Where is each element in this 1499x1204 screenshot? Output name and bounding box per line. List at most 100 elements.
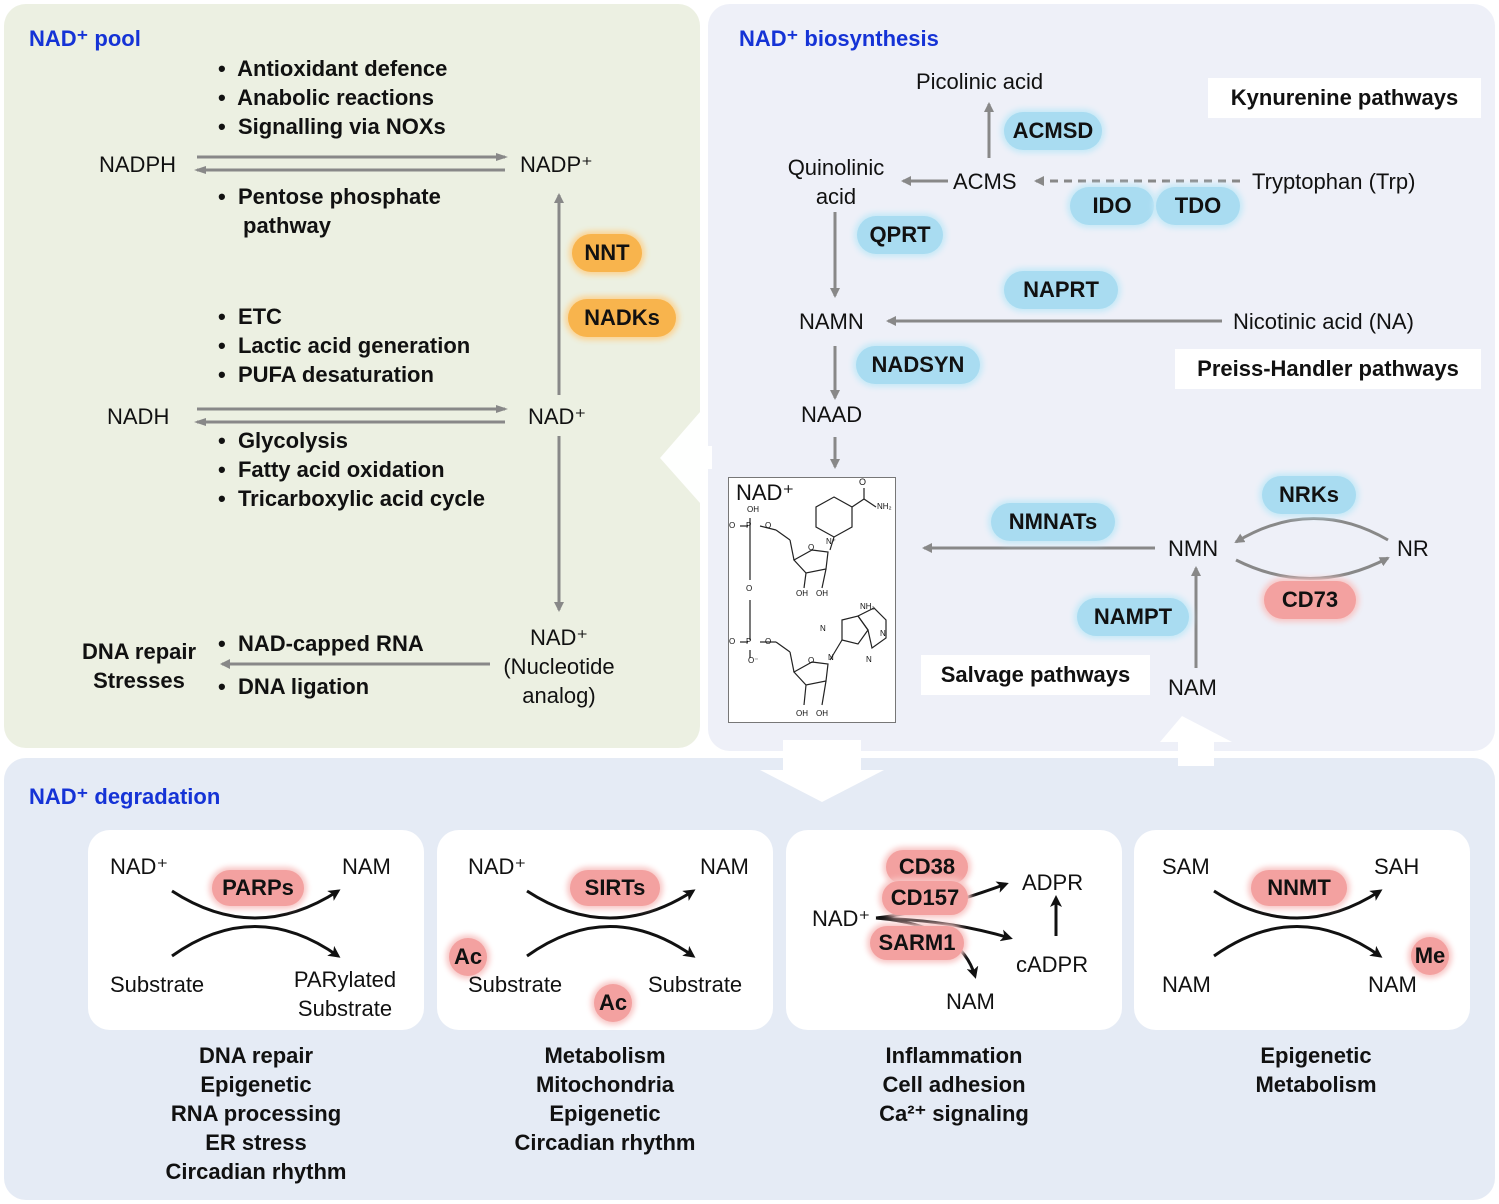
cd38-role-inflammation: Inflammation: [885, 1043, 1023, 1068]
sarm1-enzyme: SARM1: [870, 926, 964, 960]
sirts-curve-top: [526, 889, 696, 920]
struct-o-ester1: O: [765, 521, 772, 530]
pool-top-bullets: • Antioxidant defence • Anabolic reactio…: [218, 56, 448, 139]
struct-n-plus: N⁺: [826, 537, 836, 546]
picolinic-acid: Picolinic acid: [916, 69, 1044, 94]
nadp-label: NADP⁺: [520, 152, 593, 177]
nnmt-role-epigenetic: Epigenetic: [1260, 1043, 1372, 1068]
parps-card: [88, 830, 424, 1030]
struct-n-4: N: [866, 655, 872, 664]
pool-mid-bullets: • ETC • Lactic acid generation • PUFA de…: [218, 304, 471, 387]
degradation-title: NAD⁺ degradation: [29, 784, 221, 809]
adpr-label: ADPR: [1022, 870, 1084, 895]
nnmt-curve-bottom: [1213, 925, 1383, 958]
preiss-handler-label: Preiss-Handler pathways: [1175, 349, 1481, 389]
parps-role-circadian: Circadian rhythm: [165, 1159, 347, 1184]
nad-analog-line3: analog): [522, 683, 596, 708]
biosynthesis-title: NAD⁺ biosynthesis: [739, 26, 939, 51]
acms-label: ACMS: [953, 169, 1017, 194]
nnmt-roles: Epigenetic Metabolism: [1180, 1041, 1452, 1099]
struct-oh-1: OH: [796, 589, 808, 598]
dna-repair-label: DNA repair: [81, 639, 197, 664]
cadpr-label: cADPR: [1016, 952, 1089, 977]
nnmt-curve-top: [1213, 889, 1383, 920]
nad-pool-panel: [4, 4, 700, 748]
nad-structure-box: [728, 477, 896, 723]
rna-bullets: • NAD-capped RNA • DNA ligation: [218, 631, 424, 699]
quinolinic-line2: acid: [815, 184, 857, 209]
qprt-enzyme: QPRT: [857, 216, 943, 254]
ppp-bullet: • Pentose phosphate pathway: [218, 184, 441, 238]
parps-role-epigenetic: Epigenetic: [200, 1072, 312, 1097]
nadsyn-enzyme: NADSYN: [856, 346, 980, 384]
me-circle: Me: [1411, 937, 1449, 975]
nam-label: NAM: [1168, 675, 1217, 700]
sirts-roles: Metabolism Mitochondria Epigenetic Circa…: [470, 1041, 740, 1157]
naad-label: NAAD: [801, 402, 863, 427]
nnmt-nam-left: NAM: [1162, 972, 1211, 997]
sirts-role-mitochondria: Mitochondria: [535, 1072, 675, 1097]
parps-role-rna-processing: RNA processing: [170, 1101, 342, 1126]
bullet-ppp: Pentose phosphate: [237, 184, 441, 209]
cd38-role-ca-signaling: Ca²⁺ signaling: [879, 1101, 1029, 1126]
tdo-enzyme: TDO: [1156, 187, 1240, 225]
nrks-enzyme: NRKs: [1262, 476, 1356, 514]
struct-oh-3: OH: [796, 709, 808, 718]
nnmt-enzyme: NNMT: [1251, 870, 1347, 906]
parps-enzyme: PARPs: [212, 870, 304, 906]
struct-nh2-top: NH₂: [877, 502, 892, 511]
nr-to-nmn-arc: [1234, 517, 1389, 544]
bullet-glycolysis: Glycolysis: [237, 428, 349, 453]
ido-enzyme: IDO: [1070, 187, 1154, 225]
pool-title: NAD⁺ pool: [29, 26, 141, 51]
struct-p2: P: [746, 637, 752, 646]
parps-role-er-stress: ER stress: [205, 1130, 307, 1155]
parps-nam: NAM: [342, 854, 391, 879]
parylated-line1: PARylated: [293, 967, 397, 992]
struct-oh-2: OH: [816, 589, 828, 598]
struct-n-3: N: [828, 653, 834, 662]
struct-o-p1: O: [729, 521, 736, 530]
bullet-fatty-acid: Fatty acid oxidation: [237, 457, 445, 482]
cd73-enzyme: CD73: [1264, 581, 1356, 619]
flow-arrow-down: [760, 740, 884, 802]
struct-p1: P: [746, 521, 752, 530]
cd38-role-cell-adhesion: Cell adhesion: [882, 1072, 1026, 1097]
parps-nad: NAD⁺: [110, 854, 169, 879]
bullet-ppp-2: pathway: [243, 213, 332, 238]
stresses-label: Stresses: [93, 668, 185, 693]
bullet-tca: Tricarboxylic acid cycle: [237, 486, 485, 511]
nmn-to-nr-arc: [1235, 556, 1390, 580]
nadh-label: NADH: [107, 404, 170, 429]
nad-analog-line2: (Nucleotide: [503, 654, 615, 679]
acmsd-enzyme: ACMSD: [1004, 112, 1102, 150]
cd157-enzyme: CD157: [882, 881, 968, 915]
bullet-lactic: Lactic acid generation: [237, 333, 471, 358]
struct-oh-p1: OH: [747, 505, 759, 514]
nnmt-sam: SAM: [1162, 854, 1210, 879]
struct-nh2: NH₂: [860, 602, 875, 611]
struct-o-p2: O: [729, 637, 736, 646]
nmn-label: NMN: [1168, 536, 1219, 561]
cd38-nad: NAD⁺: [812, 906, 871, 931]
parylated-substrate: PARylated Substrate: [286, 965, 404, 1023]
sirts-role-circadian: Circadian rhythm: [514, 1130, 696, 1155]
parps-substrate: Substrate: [110, 972, 205, 997]
nadph-label: NADPH: [99, 152, 177, 177]
ac-circle-right: Ac: [594, 984, 632, 1022]
nampt-enzyme: NAMPT: [1077, 598, 1189, 636]
parps-curve-top: [171, 889, 341, 920]
quinolinic-acid: Quinolinic acid: [776, 153, 896, 211]
sirts-role-epigenetic: Epigenetic: [549, 1101, 661, 1126]
nicotinic-acid: Nicotinic acid (NA): [1233, 309, 1414, 334]
cd38-enzyme: CD38: [886, 850, 968, 884]
parps-role-dna-repair: DNA repair: [198, 1043, 314, 1068]
struct-o-ester2: O: [765, 637, 772, 646]
sirts-role-metabolism: Metabolism: [544, 1043, 666, 1068]
namn-label: NAMN: [799, 309, 864, 334]
sirts-enzyme: SIRTs: [570, 870, 660, 906]
sirts-curve-bottom: [526, 925, 696, 958]
flow-arrow-up: [1160, 716, 1232, 766]
parylated-line2: Substrate: [297, 996, 393, 1021]
parps-curve-bottom: [171, 925, 341, 958]
